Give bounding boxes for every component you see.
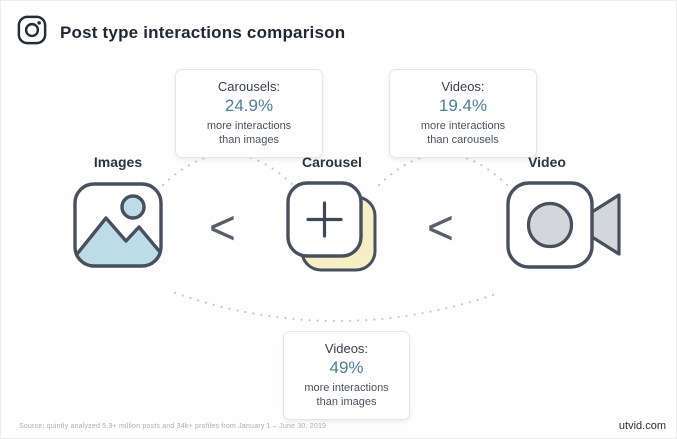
callout-value: 24.9% <box>224 96 274 115</box>
callout-title: Videos: <box>324 341 369 356</box>
callout-value: 49% <box>329 358 364 377</box>
page-title: Post type interactions comparison <box>60 22 346 42</box>
arc-carousel-video <box>377 153 509 187</box>
node-label-video: Video <box>528 154 566 170</box>
callout-desc: more interactions than carousels <box>420 120 506 147</box>
less-than-sign-images-carousel: < <box>209 199 236 255</box>
header: Post type interactions comparison <box>17 15 345 50</box>
callout-carousels-vs-images: Carousels: 24.9% more interactions than … <box>175 69 323 158</box>
node-label-carousel: Carousel <box>302 154 362 170</box>
callout-videos-vs-images: Videos: 49% more interactions than image… <box>283 331 410 420</box>
watermark: utvid.com <box>618 420 666 432</box>
video-camera-icon <box>506 181 623 269</box>
callout-desc: more interactions than images <box>206 120 292 147</box>
instagram-icon <box>17 15 47 50</box>
arc-images-carousel <box>161 153 295 187</box>
arc-images-video <box>173 291 501 323</box>
carousel-stack-icon <box>286 181 378 273</box>
callout-videos-vs-carousels: Videos: 19.4% more interactions than car… <box>389 69 537 158</box>
callout-value: 19.4% <box>438 96 488 115</box>
node-label-images: Images <box>93 154 143 170</box>
image-photo-icon <box>73 182 163 268</box>
source-note: Source: quintly analyzed 5.3+ million po… <box>19 423 327 430</box>
callout-desc: more interactions than images <box>304 382 389 409</box>
callout-title: Carousels: <box>217 79 281 94</box>
less-than-sign-carousel-video: < <box>427 199 454 255</box>
callout-title: Videos: <box>441 79 485 94</box>
